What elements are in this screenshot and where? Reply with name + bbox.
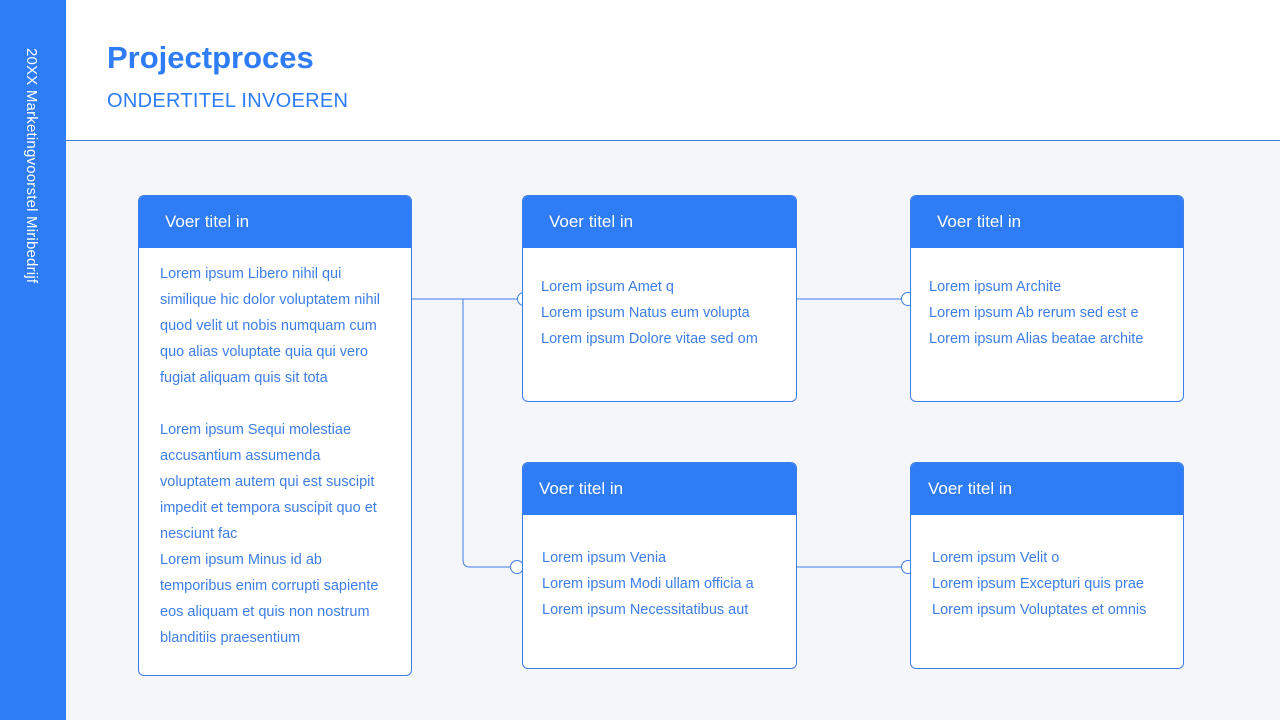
card-title: Voer titel in — [911, 196, 1183, 248]
card-text-line: Lorem ipsum Libero nihil qui — [160, 266, 342, 282]
card-text-line: eos aliquam et quis non nostrum — [160, 604, 370, 620]
card-text-line: Lorem ipsum Excepturi quis prae — [932, 576, 1144, 592]
card-text-line: accusantium assumenda — [160, 448, 321, 464]
card-title: Voer titel in — [523, 196, 796, 248]
card-text-line: Lorem ipsum Velit o — [932, 550, 1060, 566]
process-card-1: Voer titel in Lorem ipsum Libero nihil q… — [138, 195, 412, 676]
page-title: Projectproces — [107, 40, 314, 75]
card-text-line: Lorem ipsum Alias beatae archite — [929, 331, 1144, 347]
card-text-line: impedit et tempora suscipit quo et — [160, 500, 377, 516]
card-text-line: Lorem ipsum Necessitatibus aut — [542, 602, 749, 618]
page-subtitle: ONDERTITEL INVOEREN — [107, 90, 349, 112]
card-text-line: Lorem ipsum Ab rerum sed est e — [929, 305, 1139, 321]
process-card-4: Voer titel in Lorem ipsum Venia Lorem ip… — [522, 462, 797, 669]
card-body: Lorem ipsum Amet q Lorem ipsum Natus eum… — [523, 248, 796, 352]
card-body: Lorem ipsum Archite Lorem ipsum Ab rerum… — [911, 248, 1183, 352]
card-text-line: Lorem ipsum Minus id ab — [160, 552, 322, 568]
card-text-line: nesciunt fac — [160, 526, 238, 542]
card-text-line: quod velit ut nobis numquam cum — [160, 318, 377, 334]
card-text-line: Lorem ipsum Dolore vitae sed om — [541, 331, 758, 347]
card-text-line: Lorem ipsum Amet q — [541, 279, 674, 295]
card-text-line: blanditiis praesentium — [160, 630, 301, 646]
paragraph-gap — [160, 391, 391, 417]
card-text-line: Lorem ipsum Natus eum volupta — [541, 305, 750, 321]
card-text-line: Lorem ipsum Voluptates et omnis — [932, 602, 1147, 618]
card-text-line: similique hic dolor voluptatem nihil — [160, 292, 381, 308]
card-title: Voer titel in — [139, 196, 411, 248]
sidebar-label: 20XX Marketingvoorstel Miribedrijf — [23, 48, 40, 284]
card-title: Voer titel in — [523, 463, 796, 515]
card-text-line: fugiat aliquam quis sit tota — [160, 370, 328, 386]
sidebar: 20XX Marketingvoorstel Miribedrijf — [0, 0, 66, 720]
card-title: Voer titel in — [911, 463, 1183, 515]
card-text-line: Lorem ipsum Modi ullam officia a — [542, 576, 754, 592]
card-text-line: Lorem ipsum Archite — [929, 279, 1062, 295]
card-text-line: Lorem ipsum Sequi molestiae — [160, 422, 352, 438]
card-text-line: voluptatem autem qui est suscipit — [160, 474, 375, 490]
card-body: Lorem ipsum Velit o Lorem ipsum Exceptur… — [911, 515, 1183, 623]
card-text-line: temporibus enim corrupti sapiente — [160, 578, 379, 594]
header: Projectproces ONDERTITEL INVOEREN — [66, 0, 1280, 141]
process-card-3: Voer titel in Lorem ipsum Archite Lorem … — [910, 195, 1184, 402]
card-text-line: Lorem ipsum Venia — [542, 550, 667, 566]
card-body: Lorem ipsum Libero nihil qui similique h… — [139, 245, 411, 651]
process-card-2: Voer titel in Lorem ipsum Amet q Lorem i… — [522, 195, 797, 402]
card-body: Lorem ipsum Venia Lorem ipsum Modi ullam… — [523, 515, 796, 623]
process-card-5: Voer titel in Lorem ipsum Velit o Lorem … — [910, 462, 1184, 669]
card-text-line: quo alias voluptate quia qui vero — [160, 344, 368, 360]
connector-1-to-4 — [462, 299, 512, 568]
